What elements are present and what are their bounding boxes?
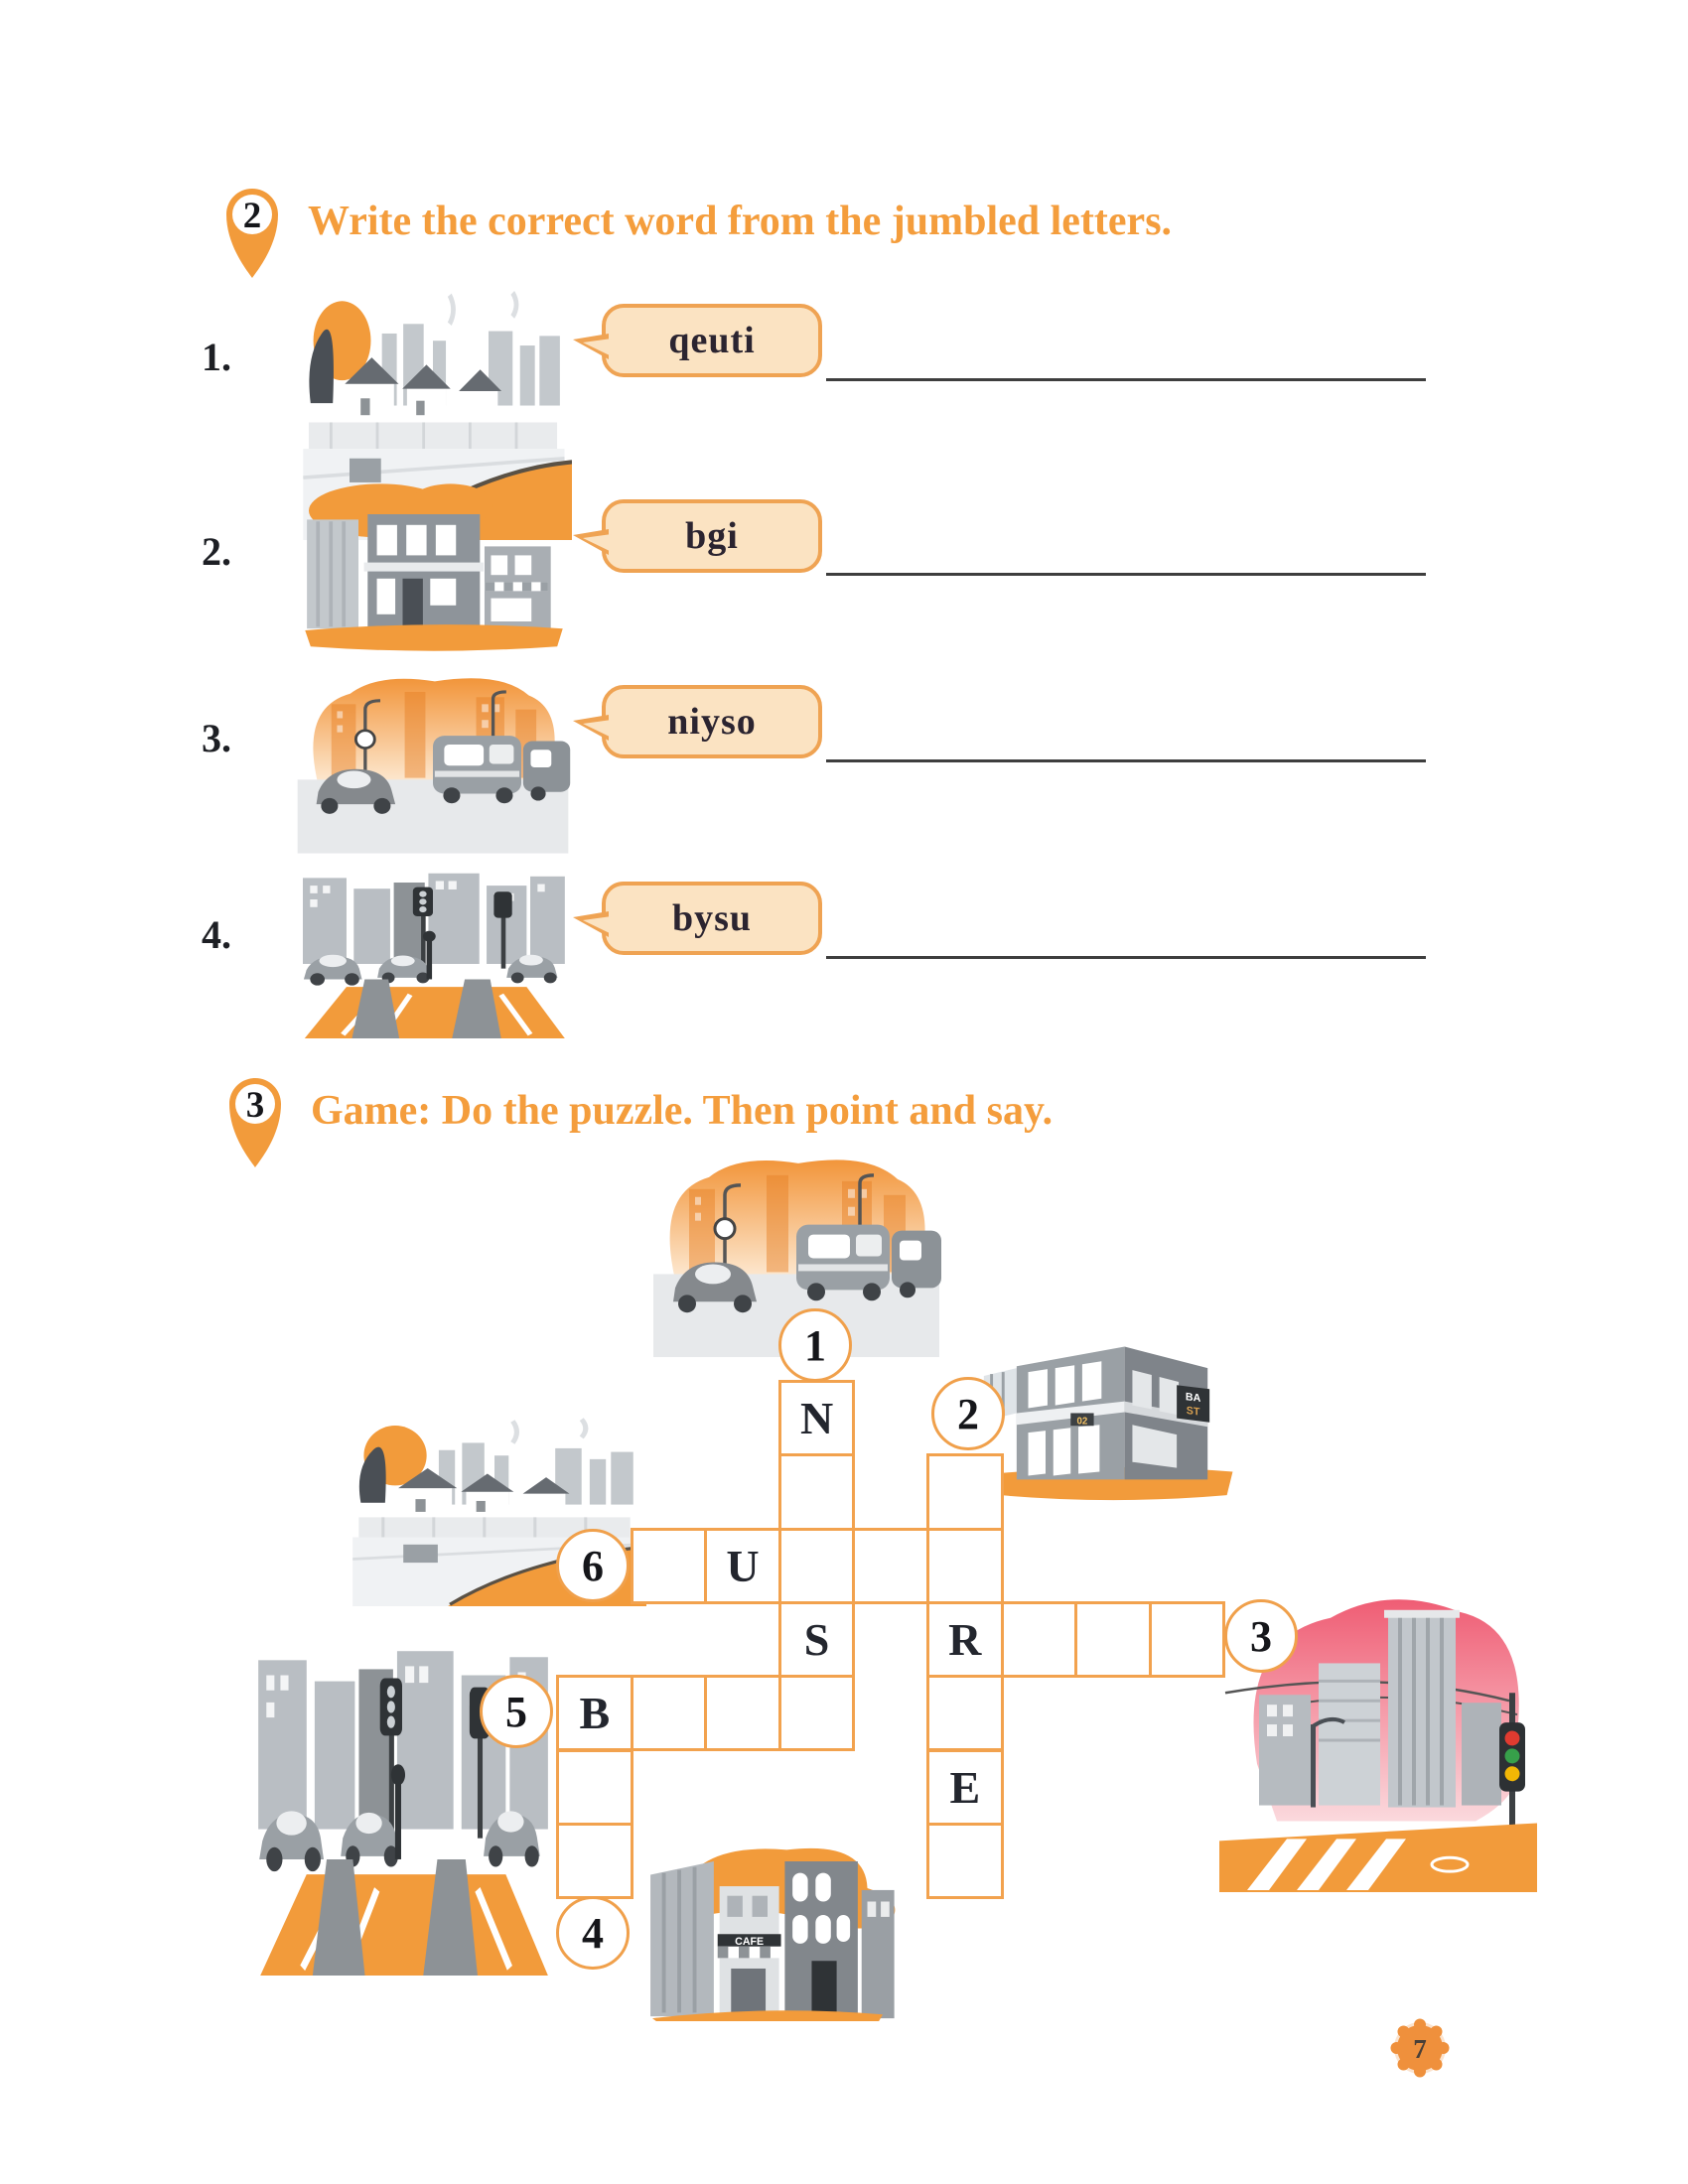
speech-bubble-3: niyso <box>573 685 822 758</box>
crossword-cell-r6-c1[interactable] <box>556 1748 633 1826</box>
crossword-cell-r3-c5[interactable] <box>852 1527 929 1604</box>
exercise2-title: Write the correct word from the jumbled … <box>308 199 1173 244</box>
clue-number-circle-3: 3 <box>1224 1599 1298 1673</box>
exercise2-number: 2 <box>243 196 262 236</box>
clue-number-circle-4: 4 <box>556 1896 630 1970</box>
item-number-1: 1. <box>202 335 231 379</box>
big-building-scene <box>296 478 572 657</box>
answer-blank-3[interactable] <box>826 759 1426 762</box>
jumbled-word-1: qeuti <box>668 320 756 361</box>
answer-blank-1[interactable] <box>826 378 1426 381</box>
speech-bubble-2: bgi <box>573 499 822 573</box>
item-number-2: 2. <box>202 529 231 574</box>
speech-bubble-tail <box>583 534 612 552</box>
speech-bubble-tail <box>583 720 612 738</box>
busy-crossing-scene <box>292 866 574 1038</box>
item-number-3: 3. <box>202 716 231 760</box>
clue-number-circle-1: 1 <box>778 1308 852 1382</box>
speech-bubble-4: bysu <box>573 882 822 955</box>
crossword-cell-r2-c4[interactable] <box>777 1453 856 1531</box>
crossword-cell-r4-c8[interactable] <box>1074 1600 1152 1679</box>
answer-blank-4[interactable] <box>826 956 1426 959</box>
crossword-cell-r4-c9[interactable] <box>1148 1600 1226 1679</box>
svg-text:CAFE: CAFE <box>735 1936 764 1948</box>
page-number-badge: 7 <box>1390 2018 1450 2078</box>
crossword-cell-r7-c1[interactable] <box>556 1822 633 1900</box>
speech-bubble-tail <box>583 916 612 934</box>
crossword-cell-r3-c2[interactable] <box>630 1527 708 1604</box>
noisy-traffic-scene <box>292 669 574 858</box>
exercise3-title: Game: Do the puzzle. Then point and say. <box>311 1088 1054 1134</box>
svg-text:BA: BA <box>1186 1391 1201 1405</box>
puzzle-picture-3-road <box>1219 1576 1537 1892</box>
speech-bubble-1: qeuti <box>573 304 822 377</box>
crossword-cell-r3-c6[interactable] <box>926 1527 1004 1604</box>
crossword-cell-r5-c6[interactable] <box>926 1675 1004 1752</box>
crossword-cell-r3-c4[interactable] <box>777 1527 856 1604</box>
map-pin-icon: 3 <box>229 1078 281 1167</box>
crossword-cell-r1-c4-letter-N[interactable]: N <box>777 1380 856 1457</box>
item-number-4: 4. <box>202 912 231 957</box>
puzzle-picture-4-street-cafe: CAFE <box>624 1835 912 2021</box>
exercise3-header: 3 Game: Do the puzzle. Then point and sa… <box>225 1074 1477 1168</box>
clue-number-circle-5: 5 <box>480 1675 553 1748</box>
crossword-cell-r4-c7[interactable] <box>1000 1600 1078 1679</box>
svg-text:ST: ST <box>1187 1405 1200 1419</box>
crossword-cell-r2-c6[interactable] <box>926 1453 1004 1531</box>
crossword-cell-r7-c6[interactable] <box>926 1822 1004 1900</box>
jumbled-word-4: bysu <box>671 897 753 939</box>
clue-number-circle-6: 6 <box>556 1529 630 1602</box>
crossword-cell-r5-c1-letter-B[interactable]: B <box>556 1675 633 1752</box>
crossword-cell-r6-c6-letter-E[interactable]: E <box>926 1748 1004 1826</box>
page-number: 7 <box>1413 2034 1427 2064</box>
crossword-cell-r5-c3[interactable] <box>704 1675 781 1752</box>
jumbled-word-3: niyso <box>667 701 757 743</box>
answer-blank-2[interactable] <box>826 573 1426 576</box>
scalloped-badge-icon: 7 <box>1390 2018 1450 2078</box>
crossword-cell-r3-c3-letter-U[interactable]: U <box>704 1527 781 1604</box>
puzzle-picture-2-street-corner: 02 BA ST <box>978 1315 1248 1506</box>
map-pin-icon: 2 <box>226 189 278 278</box>
exercise2-header: 2 Write the correct word from the jumble… <box>222 185 1474 279</box>
exercise3-number: 3 <box>246 1085 265 1126</box>
crossword-cell-r4-c6-letter-R[interactable]: R <box>926 1600 1004 1679</box>
clue-number-circle-2: 2 <box>931 1377 1005 1450</box>
svg-text:02: 02 <box>1077 1416 1088 1427</box>
crossword-cell-r4-c4-letter-S[interactable]: S <box>777 1600 856 1679</box>
jumbled-word-2: bgi <box>685 515 739 557</box>
speech-bubble-tail <box>583 339 612 356</box>
crossword-cell-r5-c2[interactable] <box>630 1675 708 1752</box>
crossword-cell-r5-c4[interactable] <box>777 1675 856 1752</box>
